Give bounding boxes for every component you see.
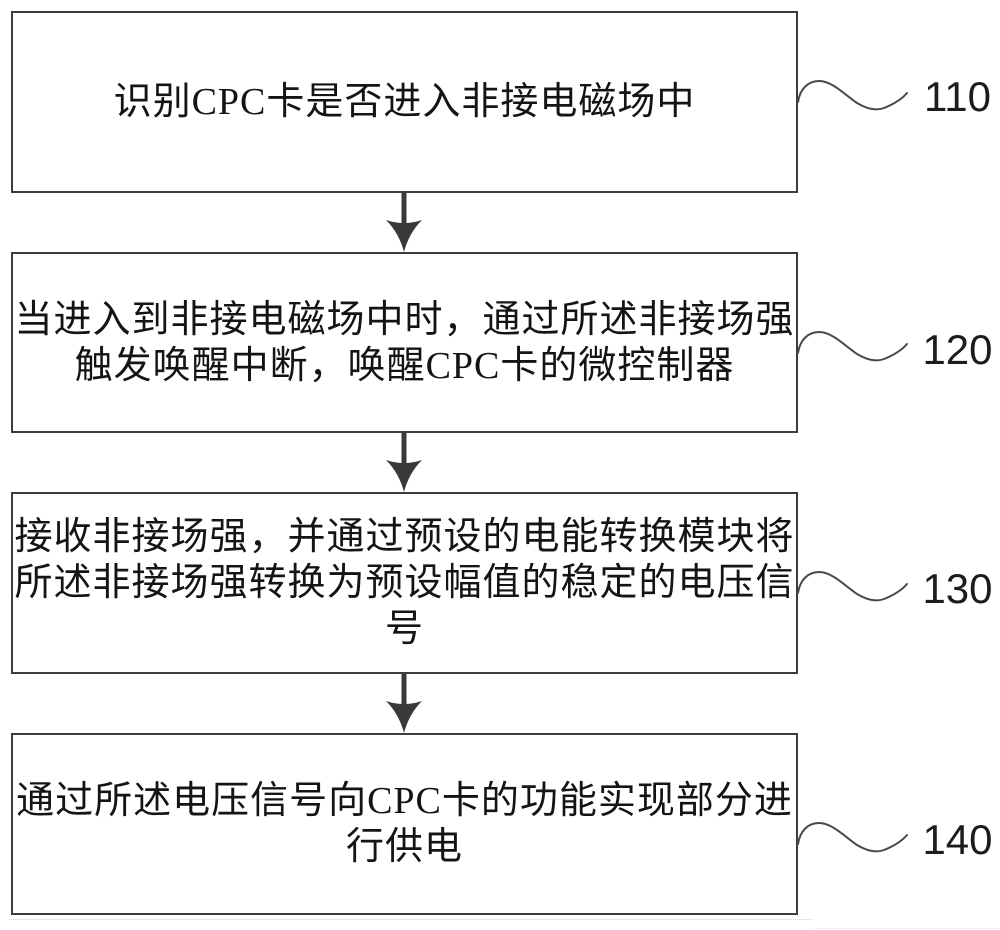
reference-number-120: 120 <box>922 326 993 373</box>
reference-connector-wave-icon <box>797 330 908 362</box>
scan-artifact-line <box>9 919 812 920</box>
arrow-down-icon <box>386 433 422 492</box>
flow-step-1-box: 识别CPC卡是否进入非接电磁场中 <box>11 11 798 193</box>
reference-number-110: 110 <box>924 73 991 120</box>
arrow-down-icon <box>386 193 422 252</box>
reference-connector-wave-icon <box>797 821 908 853</box>
reference-connector-wave-icon <box>797 79 908 111</box>
flow-step-2-box: 当进入到非接电磁场中时，通过所述非接场强 触发唤醒中断，唤醒CPC卡的微控制器 <box>11 252 798 433</box>
reference-number-140: 140 <box>922 816 993 863</box>
flow-step-3-text: 所述非接场强转换为预设幅值的稳定的电压信 <box>14 562 795 604</box>
flow-step-4-box: 通过所述电压信号向CPC卡的功能实现部分进 行供电 <box>11 733 798 915</box>
arrow-down-icon <box>386 674 422 733</box>
flow-step-3-box: 接收非接场强，并通过预设的电能转换模块将 所述非接场强转换为预设幅值的稳定的电压… <box>11 492 798 674</box>
flow-step-3-text: 接收非接场强，并通过预设的电能转换模块将 <box>14 516 795 558</box>
flow-step-3-text: 号 <box>384 608 424 650</box>
flow-step-2-text: 触发唤醒中断，唤醒CPC卡的微控制器 <box>74 344 735 387</box>
reference-connector-wave-icon <box>797 570 908 602</box>
flow-step-1-text: 识别CPC卡是否进入非接电磁场中 <box>113 81 696 123</box>
flow-step-4-text: 通过所述电压信号向CPC卡的功能实现部分进 <box>16 780 793 822</box>
scan-artifact-line <box>815 928 1000 929</box>
reference-number-130: 130 <box>922 565 993 612</box>
flow-step-2-text: 当进入到非接电磁场中时，通过所述非接场强 <box>14 298 795 341</box>
flow-step-4-text: 行供电 <box>345 826 463 868</box>
